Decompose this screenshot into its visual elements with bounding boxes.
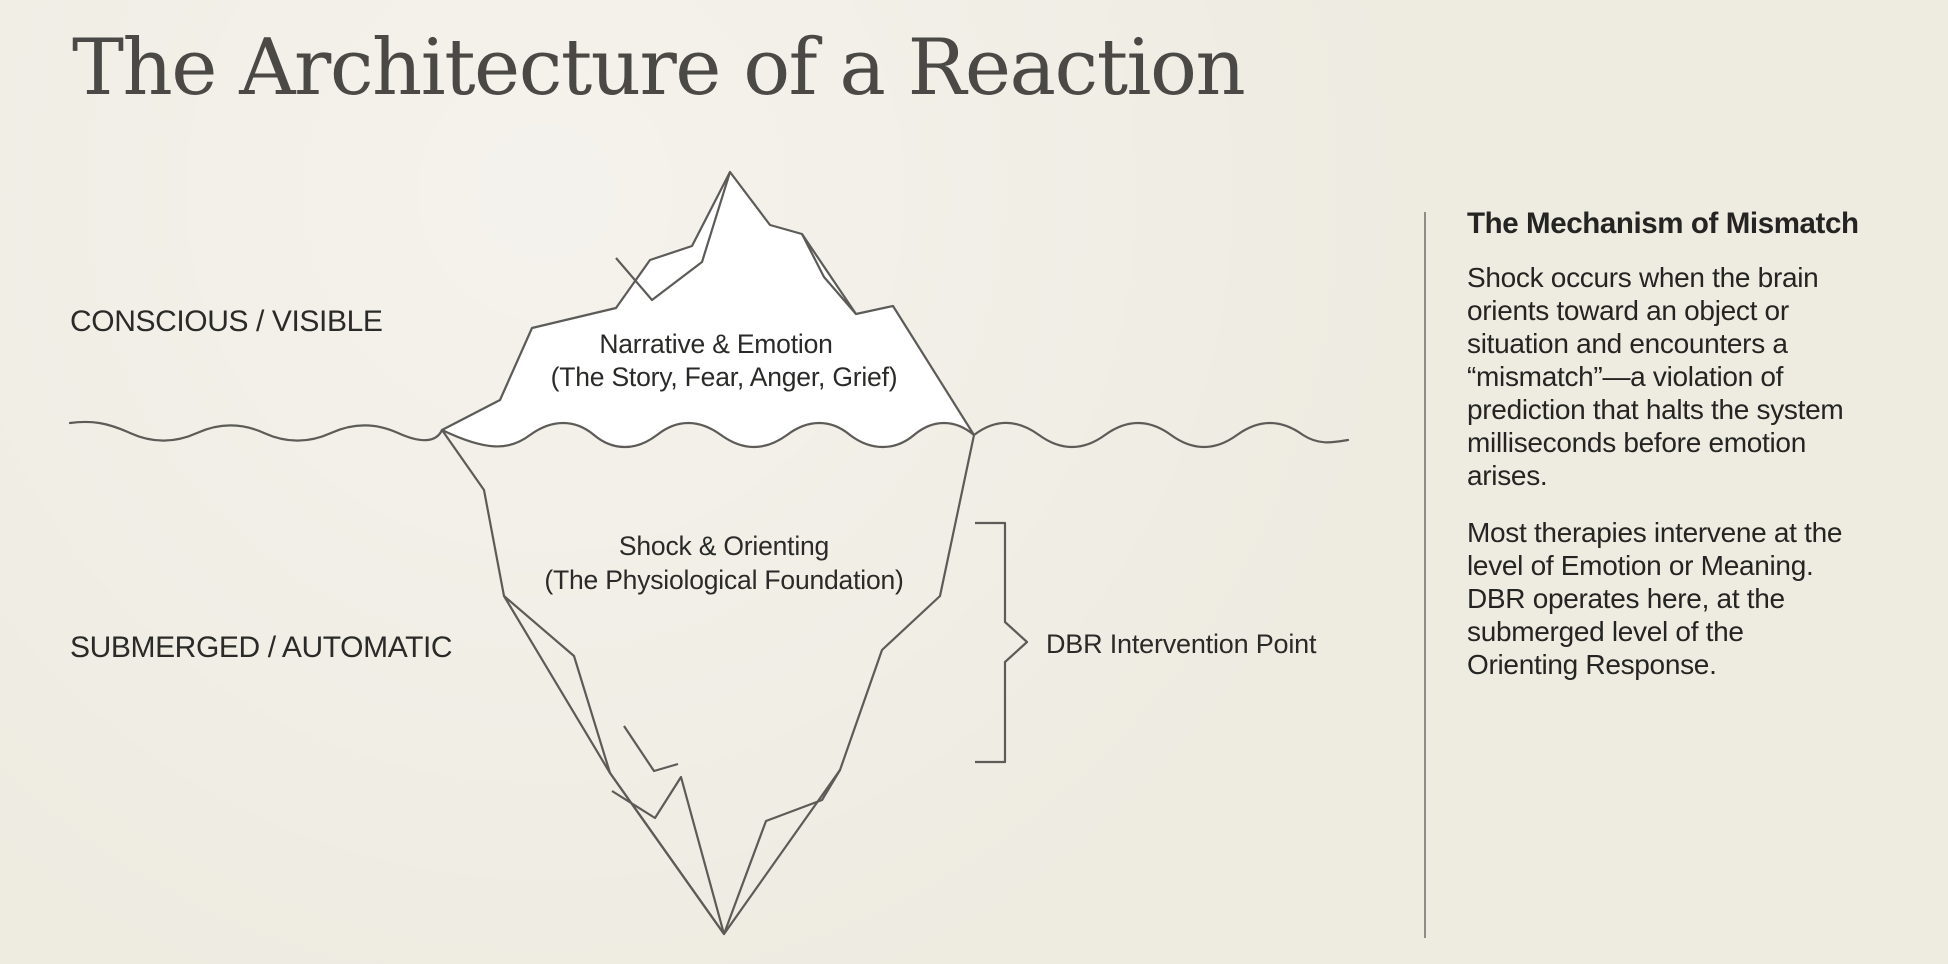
base-label-subtitle: (The Physiological Foundation)	[544, 565, 903, 595]
text-line: Orienting Response.	[1467, 649, 1717, 681]
text-line: Shock occurs when the brain	[1467, 262, 1819, 294]
panel-heading: The Mechanism of Mismatch	[1467, 207, 1859, 240]
text-line: arises.	[1467, 460, 1548, 492]
intervention-bracket	[975, 521, 1029, 764]
text-line: submerged level of the	[1467, 616, 1744, 648]
submerged-zone-label: SUBMERGED / AUTOMATIC	[70, 631, 452, 664]
text-line: prediction that halts the system	[1467, 394, 1844, 426]
iceberg-submerged-facet	[722, 769, 841, 935]
text-line: DBR operates here, at the	[1467, 583, 1785, 615]
iceberg-submerged-facet	[503, 595, 726, 936]
tip-label-title: Narrative & Emotion	[599, 329, 832, 359]
conscious-zone-label: CONSCIOUS / VISIBLE	[70, 305, 382, 338]
text-line: orients toward an object or	[1467, 295, 1789, 327]
tip-label-subtitle: (The Story, Fear, Anger, Grief)	[551, 362, 898, 392]
column-divider	[1424, 212, 1426, 938]
text-line: level of Emotion or Meaning.	[1467, 550, 1814, 582]
waterline	[68, 420, 1350, 448]
explanation-panel: The Mechanism of Mismatch Shock occurs w…	[1467, 206, 1907, 705]
base-label-title: Shock & Orienting	[619, 531, 829, 561]
iceberg-tip	[440, 170, 976, 448]
iceberg-submerged	[441, 429, 976, 936]
panel-paragraph-mismatch: Shock occurs when the brain orients towa…	[1467, 261, 1907, 492]
intervention-point-label: DBR Intervention Point	[1046, 629, 1317, 659]
text-line: “mismatch”—a violation of	[1467, 361, 1784, 393]
text-line: milliseconds before emotion	[1467, 427, 1806, 459]
text-line: situation and encounters a	[1467, 328, 1788, 360]
iceberg-submerged-facet	[623, 725, 679, 773]
page-title: The Architecture of a Reaction	[72, 23, 1246, 113]
panel-paragraph-dbr: Most therapies intervene at the level of…	[1467, 516, 1907, 681]
iceberg-tip-facet	[801, 233, 857, 315]
iceberg-tip-facet	[615, 171, 732, 302]
text-line: Most therapies intervene at the	[1467, 517, 1843, 549]
